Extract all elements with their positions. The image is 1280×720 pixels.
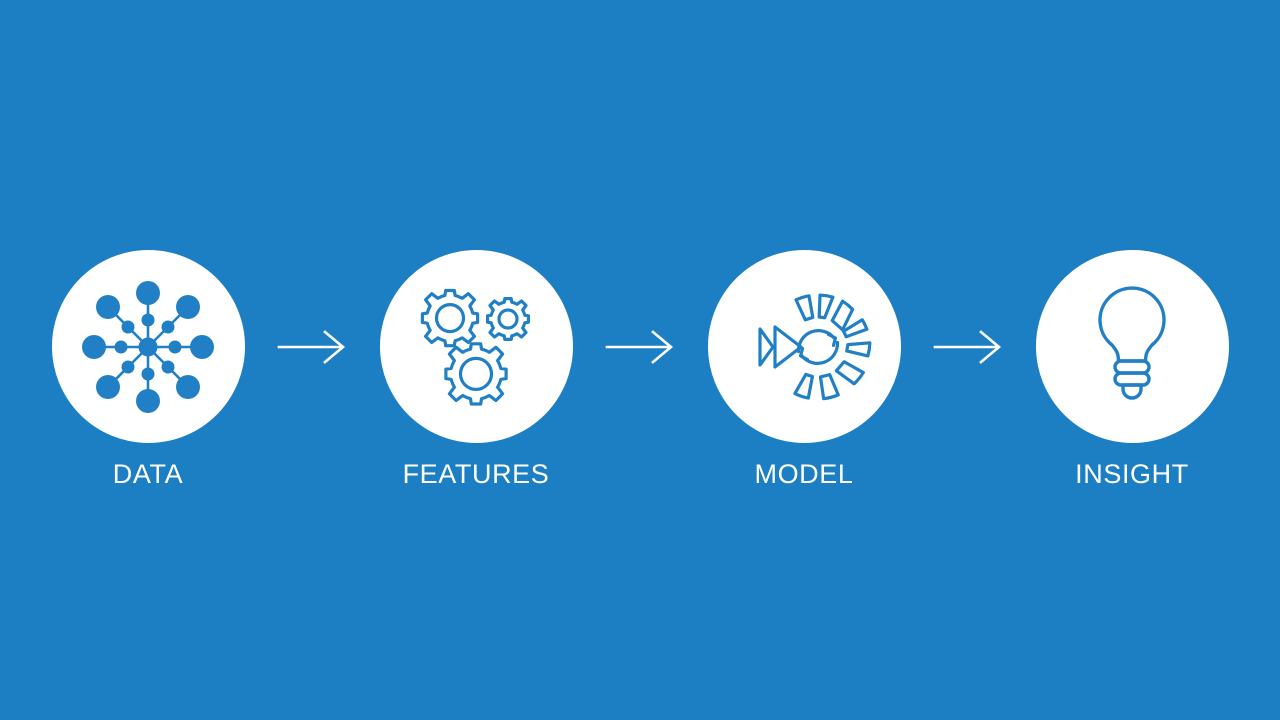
model-wheel-icon	[758, 292, 872, 400]
arrow-right-icon	[605, 329, 674, 364]
arrow-right-icon	[933, 329, 1002, 364]
gears-icon	[420, 288, 530, 406]
icon-disc-model	[707, 250, 901, 443]
pipeline-stage-insight[interactable]: INSIGHT	[1007, 250, 1257, 488]
pipeline-flow: DATA	[0, 250, 1280, 500]
network-nodes-icon	[82, 280, 214, 413]
icon-disc-features	[379, 250, 573, 443]
connector-3	[929, 250, 1007, 443]
lightbulb-icon	[1098, 285, 1166, 400]
stage-label-features: FEATURES	[402, 459, 550, 489]
pipeline-stage-model[interactable]: MODEL	[679, 250, 929, 488]
icon-disc-data	[51, 250, 245, 443]
connector-1	[273, 250, 351, 443]
pipeline-stage-data[interactable]: DATA	[23, 250, 273, 488]
pipeline-stage-features[interactable]: FEATURES	[351, 250, 601, 488]
stage-label-data: DATA	[112, 459, 184, 489]
connector-2	[601, 250, 679, 443]
stage-label-model: MODEL	[754, 459, 854, 489]
icon-disc-insight	[1035, 250, 1229, 443]
arrow-right-icon	[277, 329, 346, 364]
stage-label-insight: INSIGHT	[1075, 459, 1189, 489]
